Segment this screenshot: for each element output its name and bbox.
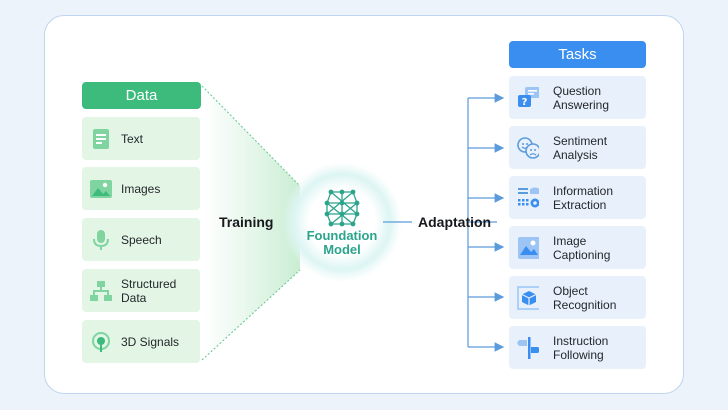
data-item-label: Structured Data <box>121 276 177 305</box>
funnel-edge-top <box>201 85 301 187</box>
microphone-icon <box>90 229 112 251</box>
data-extract-icon <box>517 187 539 209</box>
task-label: Question Answering <box>553 83 610 112</box>
svg-text:?: ? <box>522 97 528 108</box>
task-label: Instruction Following <box>553 333 609 362</box>
task-item-image-captioning: Image Captioning <box>509 226 646 269</box>
data-item-speech: Speech <box>82 218 200 261</box>
data-item-text: Text <box>82 117 200 160</box>
data-item-3d-signals: 3D Signals <box>82 320 200 363</box>
data-item-images: Images <box>82 167 200 210</box>
task-item-question-answering: ? Question Answering <box>509 76 646 119</box>
radar-signal-icon <box>90 331 112 353</box>
foundation-model-label: Foundation Model <box>306 228 378 257</box>
document-icon <box>90 128 112 150</box>
question-chat-icon: ? <box>517 86 539 109</box>
hierarchy-icon <box>90 280 112 302</box>
image-icon <box>90 178 112 200</box>
task-label: Image Captioning <box>553 233 611 262</box>
faces-icon <box>517 136 539 159</box>
neural-network-icon <box>324 189 360 227</box>
tasks-header: Tasks <box>509 41 646 68</box>
training-funnel <box>202 86 300 360</box>
task-item-object-recognition: Object Recognition <box>509 276 646 319</box>
training-label: Training <box>219 214 274 230</box>
data-header: Data <box>82 82 201 109</box>
signpost-icon <box>517 336 539 359</box>
task-label: Sentiment Analysis <box>553 133 608 162</box>
cube-scan-icon <box>517 285 539 310</box>
adaptation-label: Adaptation <box>418 214 492 230</box>
task-label: Information Extraction <box>553 183 614 212</box>
task-item-sentiment-analysis: Sentiment Analysis <box>509 126 646 169</box>
data-item-label: Speech <box>121 232 162 247</box>
task-item-instruction-following: Instruction Following <box>509 326 646 369</box>
task-label: Object Recognition <box>553 283 617 312</box>
data-item-label: Text <box>121 131 144 146</box>
data-item-label: 3D Signals <box>121 334 180 349</box>
data-item-structured-data: Structured Data <box>82 269 200 312</box>
image-caption-icon <box>517 236 539 259</box>
task-item-information-extraction: Information Extraction <box>509 176 646 219</box>
data-item-label: Images <box>121 181 161 196</box>
